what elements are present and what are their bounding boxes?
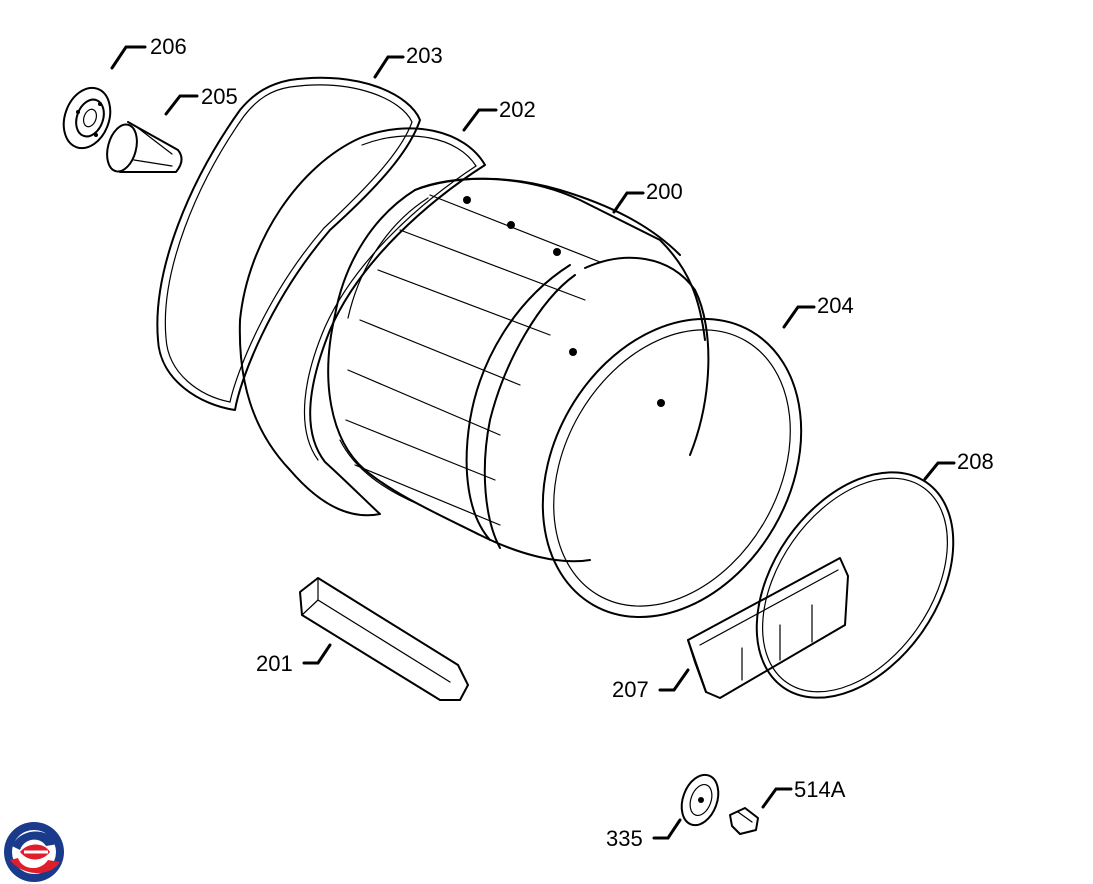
leader-335 (652, 818, 682, 840)
leader-202 (462, 108, 498, 132)
part-208-belt (755, 471, 955, 699)
callout-335: 335 (606, 826, 643, 851)
part-201-baffle (299, 577, 469, 701)
brand-logo-icon (4, 822, 64, 882)
part-514a-screw (729, 807, 759, 835)
part-207-duct (687, 557, 849, 699)
callout-203: 203 (406, 43, 443, 68)
leader-207 (658, 668, 690, 692)
leader-200 (612, 191, 645, 214)
part-205-shaft-cone (106, 121, 183, 173)
part-200-drum (327, 177, 710, 563)
callout-207: 207 (612, 677, 649, 702)
leader-205 (164, 94, 199, 116)
part-335-pulley (680, 773, 720, 827)
part-204-rear-ring (541, 317, 803, 619)
leader-201 (302, 643, 332, 665)
callout-208: 208 (957, 449, 994, 474)
part-206-hub (62, 86, 112, 150)
part-202-rear-seal (238, 127, 486, 517)
callout-200: 200 (646, 179, 683, 204)
callout-205: 205 (201, 84, 238, 109)
leader-208 (923, 461, 956, 481)
leader-206 (110, 45, 147, 70)
callout-206: 206 (150, 34, 187, 59)
leader-514a (761, 787, 793, 809)
callout-204: 204 (817, 293, 854, 318)
leader-203 (373, 55, 405, 79)
leader-204 (782, 305, 816, 329)
callout-202: 202 (499, 97, 536, 122)
callout-514a: 514A (794, 777, 846, 802)
callout-201: 201 (256, 651, 293, 676)
part-203-front-seal (156, 76, 421, 411)
